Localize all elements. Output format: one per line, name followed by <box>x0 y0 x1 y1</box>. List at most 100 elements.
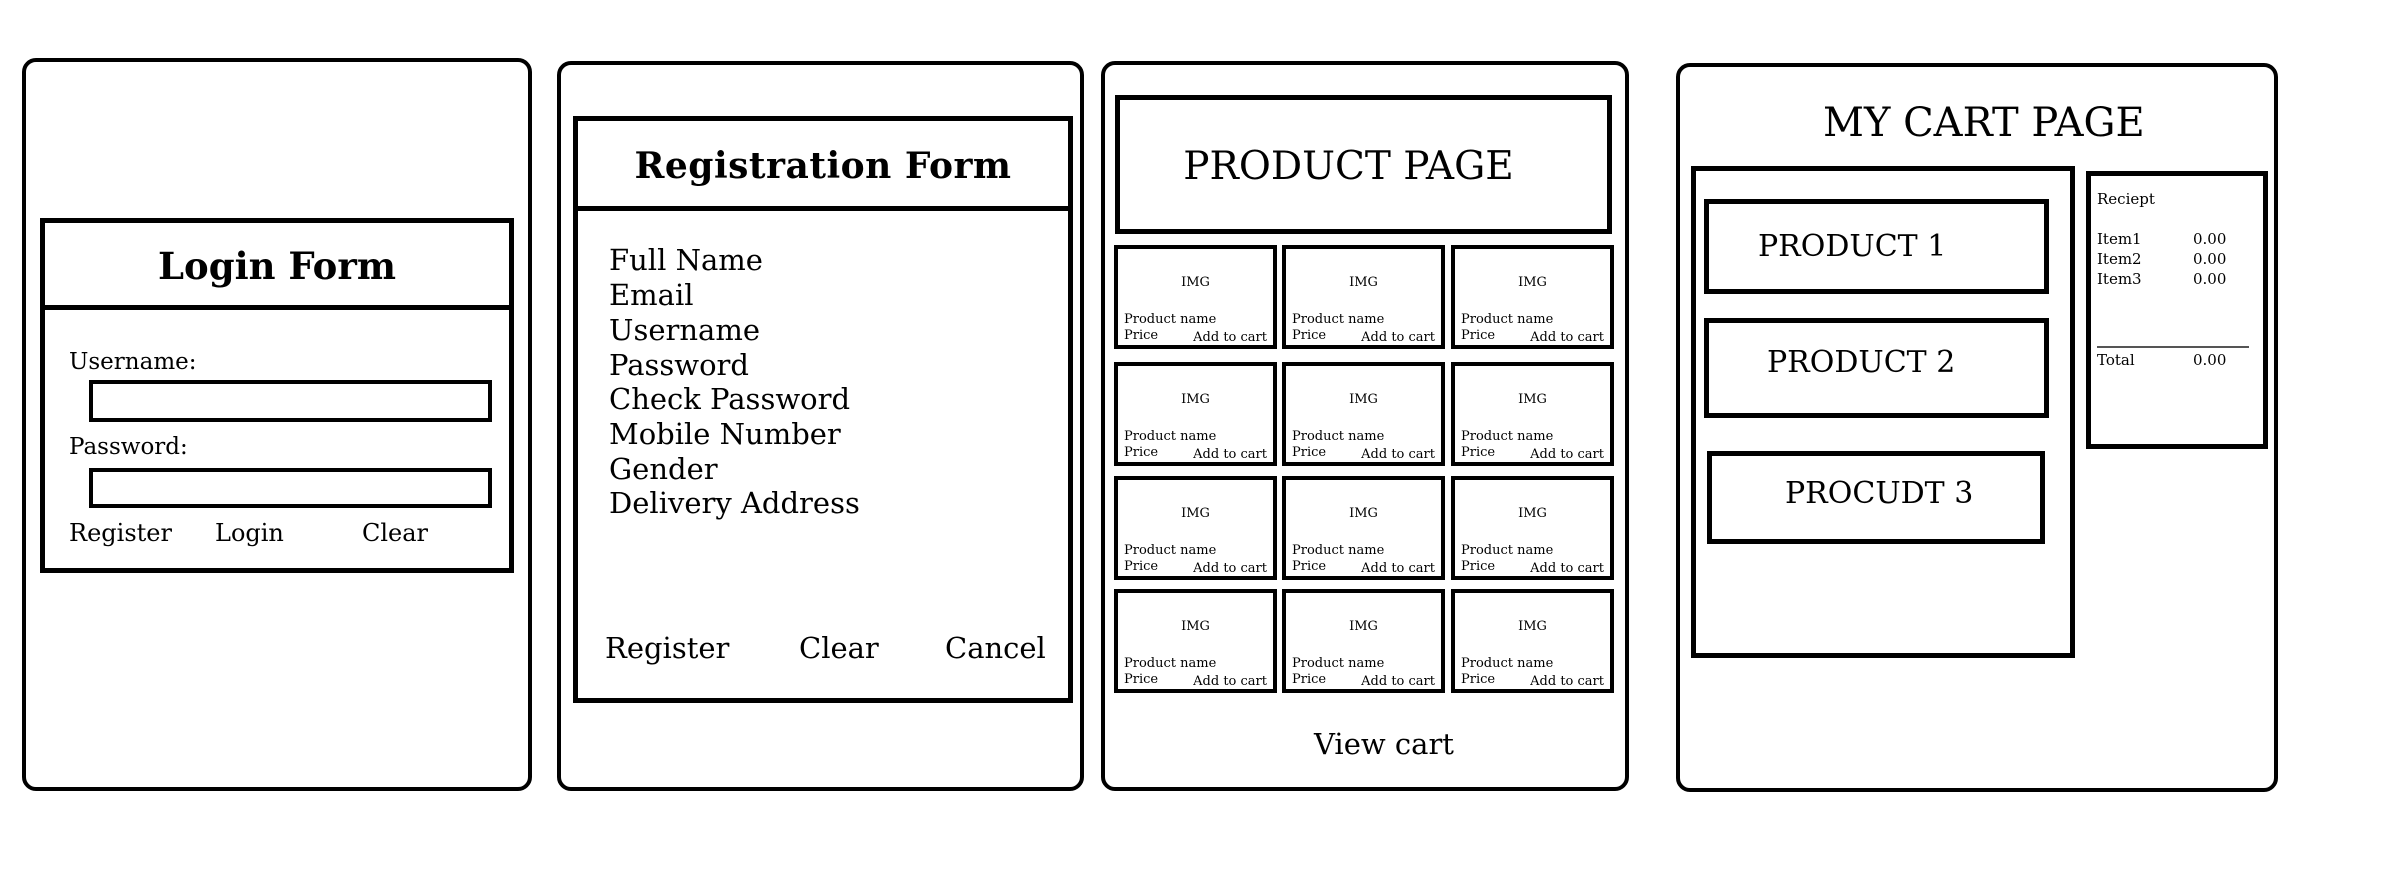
product-screen <box>1101 61 1629 791</box>
cart-product-1[interactable] <box>1704 199 2049 294</box>
product-image-placeholder: IMG <box>1349 275 1378 290</box>
product-name: Product name <box>1124 312 1217 327</box>
field-gender: Gender <box>609 452 718 486</box>
cart-product-list <box>1691 166 2075 658</box>
add-to-cart-button[interactable]: Add to cart <box>1193 561 1267 576</box>
cart-product-2[interactable] <box>1704 318 2049 418</box>
cart-product-2-label: PRODUCT 2 <box>1767 345 1956 380</box>
add-to-cart-button[interactable]: Add to cart <box>1193 674 1267 689</box>
product-name: Product name <box>1461 543 1554 558</box>
cancel-button[interactable]: Cancel <box>945 631 1046 665</box>
receipt-item-3-name: Item3 <box>2097 270 2142 288</box>
field-password: Password <box>609 348 749 382</box>
product-price: Price <box>1461 445 1496 460</box>
add-to-cart-button[interactable]: Add to cart <box>1530 561 1604 576</box>
product-price: Price <box>1461 559 1496 574</box>
cart-screen <box>1676 63 2278 792</box>
product-name: Product name <box>1124 656 1217 671</box>
login-screen <box>22 58 532 791</box>
product-name: Product name <box>1292 656 1385 671</box>
field-username: Username <box>609 313 760 347</box>
receipt-title: Reciept <box>2097 190 2155 208</box>
product-price: Price <box>1461 672 1496 687</box>
add-to-cart-button[interactable]: Add to cart <box>1530 674 1604 689</box>
field-delivery-address: Delivery Address <box>609 486 860 520</box>
product-image-placeholder: IMG <box>1518 392 1547 407</box>
product-image-placeholder: IMG <box>1181 275 1210 290</box>
product-image-placeholder: IMG <box>1349 506 1378 521</box>
username-input[interactable] <box>89 380 492 422</box>
add-to-cart-button[interactable]: Add to cart <box>1193 447 1267 462</box>
receipt-panel <box>2086 171 2268 449</box>
field-email: Email <box>609 278 694 312</box>
product-image-placeholder: IMG <box>1181 506 1210 521</box>
product-name: Product name <box>1124 429 1217 444</box>
product-price: Price <box>1124 328 1159 343</box>
add-to-cart-button[interactable]: Add to cart <box>1361 561 1435 576</box>
cart-product-3[interactable] <box>1707 451 2045 544</box>
registration-screen <box>557 61 1084 791</box>
product-image-placeholder: IMG <box>1518 619 1547 634</box>
field-mobile-number: Mobile Number <box>609 417 841 451</box>
field-check-password: Check Password <box>609 382 851 416</box>
receipt-item-2-name: Item2 <box>2097 250 2142 268</box>
login-button[interactable]: Login <box>215 519 284 547</box>
view-cart-link[interactable]: View cart <box>1314 727 1454 761</box>
add-to-cart-button[interactable]: Add to cart <box>1361 674 1435 689</box>
receipt-divider <box>2097 346 2249 348</box>
cart-product-3-label: PROCUDT 3 <box>1785 476 1974 511</box>
add-to-cart-button[interactable]: Add to cart <box>1361 447 1435 462</box>
login-form-title: Login Form <box>158 244 396 288</box>
product-image-placeholder: IMG <box>1518 506 1547 521</box>
receipt-item-2-value: 0.00 <box>2193 250 2227 268</box>
product-price: Price <box>1292 672 1327 687</box>
product-image-placeholder: IMG <box>1181 392 1210 407</box>
product-price: Price <box>1124 672 1159 687</box>
register-button[interactable]: Register <box>605 631 730 665</box>
cart-product-1-label: PRODUCT 1 <box>1758 229 1947 264</box>
receipt-item-1-value: 0.00 <box>2193 230 2227 248</box>
add-to-cart-button[interactable]: Add to cart <box>1530 447 1604 462</box>
product-name: Product name <box>1292 543 1385 558</box>
product-name: Product name <box>1461 429 1554 444</box>
login-form-body <box>40 305 514 573</box>
username-label: Username: <box>69 349 197 375</box>
product-name: Product name <box>1461 312 1554 327</box>
add-to-cart-button[interactable]: Add to cart <box>1193 330 1267 345</box>
receipt-total-label: Total <box>2097 351 2135 369</box>
product-page-title: PRODUCT PAGE <box>1183 144 1514 189</box>
register-button[interactable]: Register <box>69 519 172 547</box>
product-image-placeholder: IMG <box>1181 619 1210 634</box>
password-label: Password: <box>69 434 188 460</box>
product-name: Product name <box>1461 656 1554 671</box>
clear-button[interactable]: Clear <box>799 631 879 665</box>
product-image-placeholder: IMG <box>1349 619 1378 634</box>
add-to-cart-button[interactable]: Add to cart <box>1361 330 1435 345</box>
add-to-cart-button[interactable]: Add to cart <box>1530 330 1604 345</box>
registration-form-header <box>573 116 1073 211</box>
product-image-placeholder: IMG <box>1518 275 1547 290</box>
product-price: Price <box>1124 445 1159 460</box>
product-name: Product name <box>1124 543 1217 558</box>
registration-form-title: Registration Form <box>634 145 1012 187</box>
clear-button[interactable]: Clear <box>362 519 429 547</box>
product-page-header <box>1115 95 1612 234</box>
field-full-name: Full Name <box>609 243 763 277</box>
password-input[interactable] <box>89 468 492 508</box>
product-price: Price <box>1292 559 1327 574</box>
product-name: Product name <box>1292 312 1385 327</box>
product-price: Price <box>1124 559 1159 574</box>
product-image-placeholder: IMG <box>1349 392 1378 407</box>
